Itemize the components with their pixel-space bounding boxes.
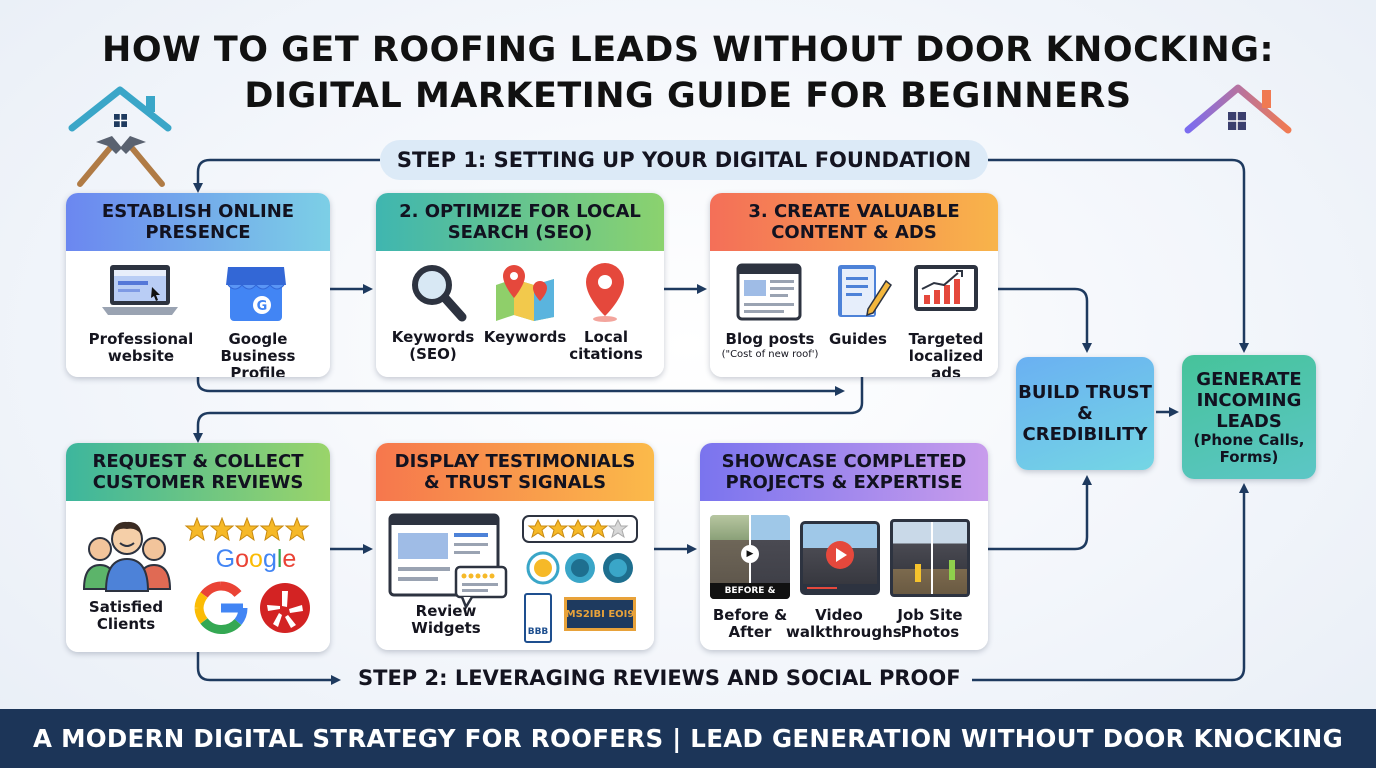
item-label: Blog posts: [725, 330, 815, 348]
card-title: SHOWCASE COMPLETED PROJECTS & EXPERTISE: [700, 443, 988, 501]
trust-seal-icons: [526, 551, 633, 585]
job-site-photo: [890, 519, 970, 597]
build-trust-box: BUILD TRUST & CREDIBILITY: [1016, 357, 1154, 470]
item-satisfied-clients: Satisfied Clients: [88, 598, 164, 633]
item-keywords-seo: Keywords (SEO): [391, 328, 475, 363]
review-widget-icon: [388, 513, 508, 609]
card-showcase-projects: SHOWCASE COMPLETED PROJECTS & EXPERTISE …: [700, 443, 988, 650]
document-pencil-icon: [838, 265, 892, 317]
people-icon: [82, 521, 172, 592]
step-2-label: STEP 2: LEVERAGING REVIEWS AND SOCIAL PR…: [358, 666, 961, 690]
item-review-widgets: Review Widgets: [411, 602, 481, 637]
item-video-walkthroughs: Video walkthroughs: [786, 606, 902, 641]
item-professional-website: Professional website: [88, 330, 194, 365]
item-blog-posts: Blog posts ("Cost of new roof'): [714, 331, 826, 361]
leads-subtitle: (Phone Calls, Forms): [1193, 430, 1305, 466]
item-local-citations: Local citations: [569, 328, 643, 363]
item-keywords: Keywords: [483, 328, 567, 346]
yelp-logo-icon: [260, 583, 310, 633]
card-optimize-local-search: 2. OPTIMIZE FOR LOCAL SEARCH (SEO) Keywo…: [376, 193, 664, 377]
card-title: REQUEST & COLLECT CUSTOMER REVIEWS: [66, 443, 330, 501]
house-hammers-icon: [68, 86, 172, 187]
five-stars-icon: [184, 517, 310, 542]
card-request-collect-reviews: REQUEST & COLLECT CUSTOMER REVIEWS Satis…: [66, 443, 330, 652]
item-before-after: Before & After: [712, 606, 788, 641]
item-guides: Guides: [829, 330, 887, 348]
generate-leads-box: GENERATE INCOMING LEADS (Phone Calls, Fo…: [1182, 355, 1316, 479]
footer-banner: A MODERN DIGITAL STRATEGY FOR ROOFERS | …: [0, 709, 1376, 768]
browser-icon: [736, 263, 802, 321]
star-rating-icon: [522, 515, 638, 543]
item-google-business-profile: Google Business Profile: [220, 330, 296, 378]
google-business-icon: G: [226, 267, 286, 321]
before-after-photo: ▶ BEFORE & AFTER: [710, 515, 790, 599]
card-create-content-ads: 3. CREATE VALUABLE CONTENT & ADS Blog po…: [710, 193, 998, 377]
google-logo-icon: [194, 581, 248, 635]
contractor-badge: MS2IBI EOI9: [564, 597, 636, 631]
before-after-overlay: BEFORE & AFTER: [710, 583, 790, 599]
item-note: ("Cost of new roof'): [721, 349, 819, 360]
item-job-site-photos: Job Site Photos: [897, 606, 963, 641]
map-pin-icon: [496, 265, 554, 321]
page-title-line-1: HOW TO GET ROOFING LEADS WITHOUT DOOR KN…: [102, 30, 1274, 70]
card-title: DISPLAY TESTIMONIALS & TRUST SIGNALS: [376, 443, 654, 501]
bbb-badge: BBB: [524, 593, 552, 643]
video-play-icon: [826, 541, 854, 569]
contractor-badge-label: MS2IBI EOI9: [565, 608, 635, 620]
leads-title: GENERATE INCOMING LEADS: [1196, 368, 1302, 432]
house-icon: [1184, 84, 1292, 134]
laptop-icon: [102, 265, 178, 315]
google-wordmark: Google: [215, 545, 297, 573]
video-walkthrough-photo: [800, 521, 880, 595]
chart-tablet-icon: [914, 265, 978, 311]
card-title: 2. OPTIMIZE FOR LOCAL SEARCH (SEO): [376, 193, 664, 251]
item-targeted-localized-ads: Targeted localized ads: [908, 330, 984, 378]
card-title: 3. CREATE VALUABLE CONTENT & ADS: [710, 193, 998, 251]
page-title-line-2: DIGITAL MARKETING GUIDE FOR BEGINNERS: [244, 76, 1132, 116]
card-establish-online-presence: ESTABLISH ONLINE PRESENCE Professional w…: [66, 193, 330, 377]
card-display-testimonials: DISPLAY TESTIMONIALS & TRUST SIGNALS Rev…: [376, 443, 654, 650]
card-title: ESTABLISH ONLINE PRESENCE: [66, 193, 330, 251]
magnifier-icon: [412, 265, 467, 322]
step-1-label: STEP 1: SETTING UP YOUR DIGITAL FOUNDATI…: [380, 140, 988, 180]
bbb-badge-label: BBB: [527, 627, 549, 637]
svg-text:G: G: [257, 299, 268, 314]
location-pin-icon: [586, 263, 624, 322]
